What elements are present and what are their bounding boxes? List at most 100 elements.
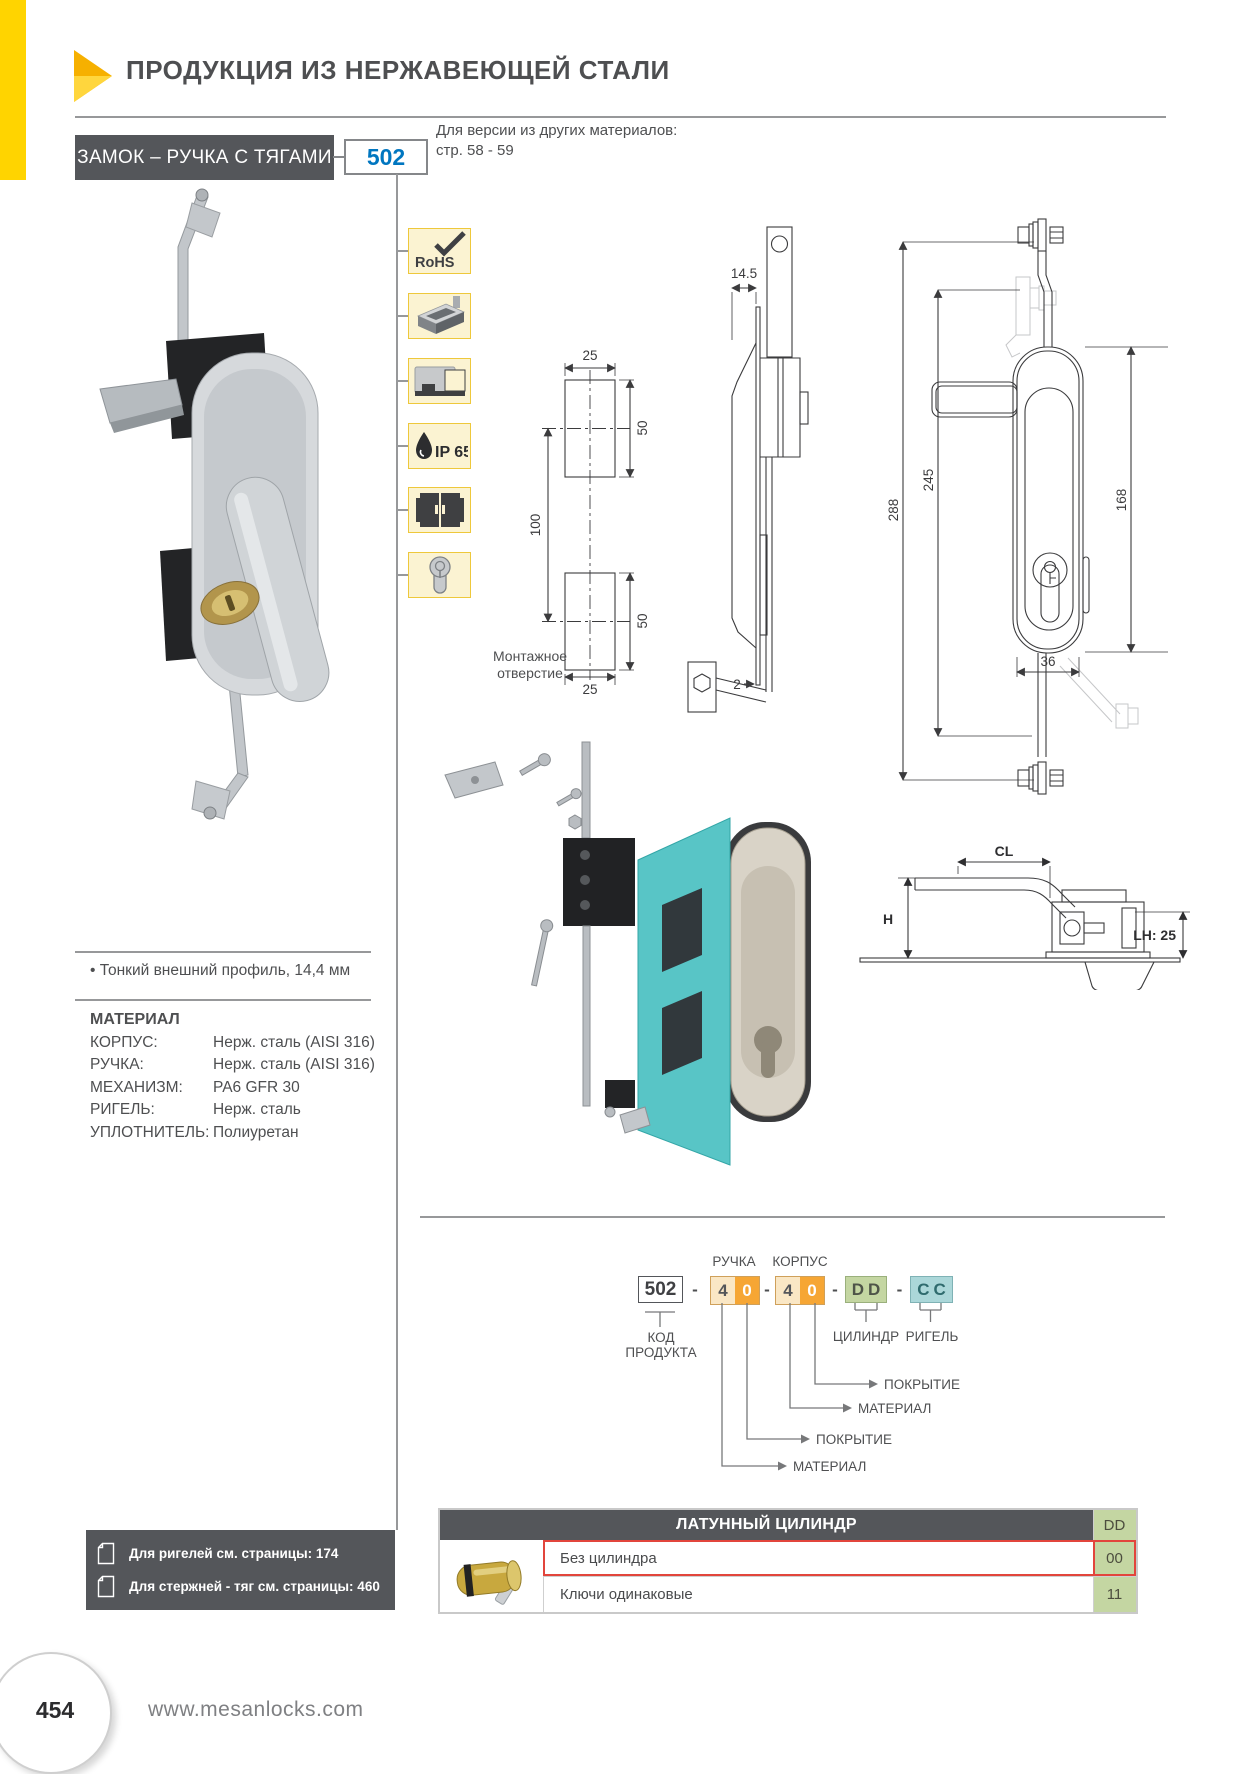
version-note: Для версии из других материалов: стр. 58… [436, 122, 678, 160]
dim-hole-height-bottom: 50 [635, 613, 650, 628]
brass-cylinder [200, 581, 260, 625]
table-row-code: 00 [1093, 1540, 1136, 1576]
double-door-icon [415, 493, 464, 527]
cylinder-table-title: ЛАТУННЫЙ ЦИЛИНДР [676, 1516, 857, 1533]
grid-line [1093, 1510, 1094, 1612]
top-bolt [1017, 218, 1064, 252]
handle-grip [225, 476, 330, 702]
page-icon [97, 1575, 115, 1598]
table-row-label: Ключи одинаковые [560, 1585, 693, 1603]
website-url: www.mesanlocks.com [148, 1698, 364, 1721]
ip65-icon: IP 65 [415, 432, 468, 461]
svg-text:IP 65: IP 65 [435, 444, 468, 461]
drawing-mounting-hole: 25 25 50 50 100 [528, 348, 650, 697]
material-heading: МАТЕРИАЛ [90, 1011, 180, 1028]
drawing-section-view: CL H LH: 25 [859, 843, 1190, 990]
badge-rohs: RoHS [408, 228, 471, 274]
separator: - [764, 1279, 770, 1299]
drawing-side-view: 14.5 2 [687, 226, 809, 713]
divider [75, 999, 371, 1001]
section-arrow-icon [74, 50, 112, 102]
product-name: ЗАМОК – РУЧКА С ТЯГАМИ [77, 146, 332, 168]
order-product-code: 502 [638, 1276, 683, 1303]
stub-line [396, 574, 408, 576]
order-cylinder-code: DD [845, 1276, 887, 1303]
dim-hole-height-top: 50 [635, 420, 650, 435]
panel-mount-icon [414, 366, 465, 396]
stub-line [396, 250, 408, 252]
rohs-icon: RoHS [415, 231, 466, 271]
arrow-label-material-handle: МАТЕРИАЛ [793, 1459, 867, 1474]
table-row-label: Без цилиндра [560, 1549, 657, 1567]
body-label: КОРПУС [772, 1254, 828, 1269]
order-handle-segment: 4 0 [710, 1276, 760, 1305]
dim-handle-width: 36 [1040, 654, 1055, 669]
material-row: МЕХАНИЗМ:PA6 GFR 30 [90, 1079, 300, 1096]
profile-rail-icon [416, 296, 465, 334]
bottom-bolt [1017, 761, 1064, 795]
material-row: РИГЕЛЬ:Нерж. сталь [90, 1101, 301, 1118]
badge-profile [408, 293, 471, 339]
dim-overall: 288 [886, 499, 901, 522]
bolt-label: РИГЕЛЬ [905, 1329, 959, 1344]
cylinder-table-title-bar: ЛАТУННЫЙ ЦИЛИНДР [440, 1510, 1093, 1540]
dim-panel-thickness: 2 [733, 677, 741, 692]
material-row: УПЛОТНИТЕЛЬ:Полиуретан [90, 1124, 299, 1141]
material-row: РУЧКА:Нерж. сталь (AISI 316) [90, 1056, 375, 1073]
grid-line [543, 1576, 1136, 1577]
header-divider [75, 116, 1166, 118]
dim-lh: LH: 25 [1133, 927, 1176, 943]
drawing-front-view: 288 245 168 36 [886, 218, 1168, 795]
key-cylinder [1032, 552, 1068, 588]
cylinder-label: ЦИЛИНДР [832, 1329, 900, 1344]
note-bolts: Для ригелей см. страницы: 174 [97, 1542, 395, 1565]
section-divider [420, 1216, 1165, 1218]
material-row: КОРПУС:Нерж. сталь (AISI 316) [90, 1034, 375, 1051]
brass-cylinder-photo [456, 1560, 522, 1605]
dim-hole-width-bottom: 25 [582, 682, 597, 697]
separator: - [692, 1279, 698, 1299]
product-code-label: КОД ПРОДУКТА [625, 1330, 697, 1360]
product-name-bar: ЗАМОК – РУЧКА С ТЯГАМИ [75, 135, 334, 180]
product-code-box: 502 [344, 139, 428, 175]
cylinder-table: ЛАТУННЫЙ ЦИЛИНДР DD Без цилиндра 00 Ключ… [438, 1508, 1138, 1614]
badge-double-door [408, 487, 471, 533]
arrow-label-coating-handle: ПОКРЫТИЕ [816, 1432, 892, 1447]
badge-panel-mount [408, 358, 471, 404]
badge-ip65: IP 65 [408, 423, 471, 469]
note-rods: Для стержней - тяг см. страницы: 460 [97, 1575, 395, 1598]
stub-line [396, 445, 408, 447]
feature-bullet: • Тонкий внешний профиль, 14,4 мм [90, 962, 351, 979]
stub-line [396, 380, 408, 382]
ordering-connector-lines [645, 1303, 942, 1471]
dim-rod-span: 245 [921, 469, 936, 492]
divider [75, 951, 371, 953]
separator: - [896, 1279, 903, 1299]
dim-cl: CL [995, 843, 1014, 859]
code-header-cell: DD [1093, 1510, 1136, 1540]
dim-hole-spacing: 100 [528, 514, 543, 537]
table-row-code: 11 [1093, 1576, 1136, 1612]
page-number: 454 [35, 1697, 75, 1723]
connector-line [333, 156, 345, 158]
arrow-label-coating-body: ПОКРЫТИЕ [884, 1377, 960, 1392]
arrow-label-material-body: МАТЕРИАЛ [858, 1401, 932, 1416]
page-edge-accent [0, 0, 26, 180]
page-title: ПРОДУКЦИЯ ИЗ НЕРЖАВЕЮЩЕЙ СТАЛИ [126, 55, 670, 85]
mounting-panel [637, 817, 731, 1166]
dim-hole-width-top: 25 [582, 348, 597, 363]
euro-cylinder-icon [428, 556, 451, 594]
dim-handle-height: 168 [1114, 489, 1129, 512]
svg-text:RoHS: RoHS [415, 255, 455, 271]
product-code: 502 [366, 143, 406, 170]
order-bolt-code: CC [910, 1276, 953, 1303]
page-icon [97, 1542, 115, 1565]
stub-line [396, 315, 408, 317]
handle-label: РУЧКА [712, 1254, 756, 1269]
spine-line [396, 174, 398, 1530]
badge-cylinder [408, 552, 471, 598]
reference-notes-panel: Для ригелей см. страницы: 174 Для стержн… [86, 1530, 395, 1610]
product-photo [99, 188, 330, 820]
order-body-segment: 4 0 [775, 1276, 825, 1305]
dim-profile-depth: 14.5 [731, 266, 757, 281]
